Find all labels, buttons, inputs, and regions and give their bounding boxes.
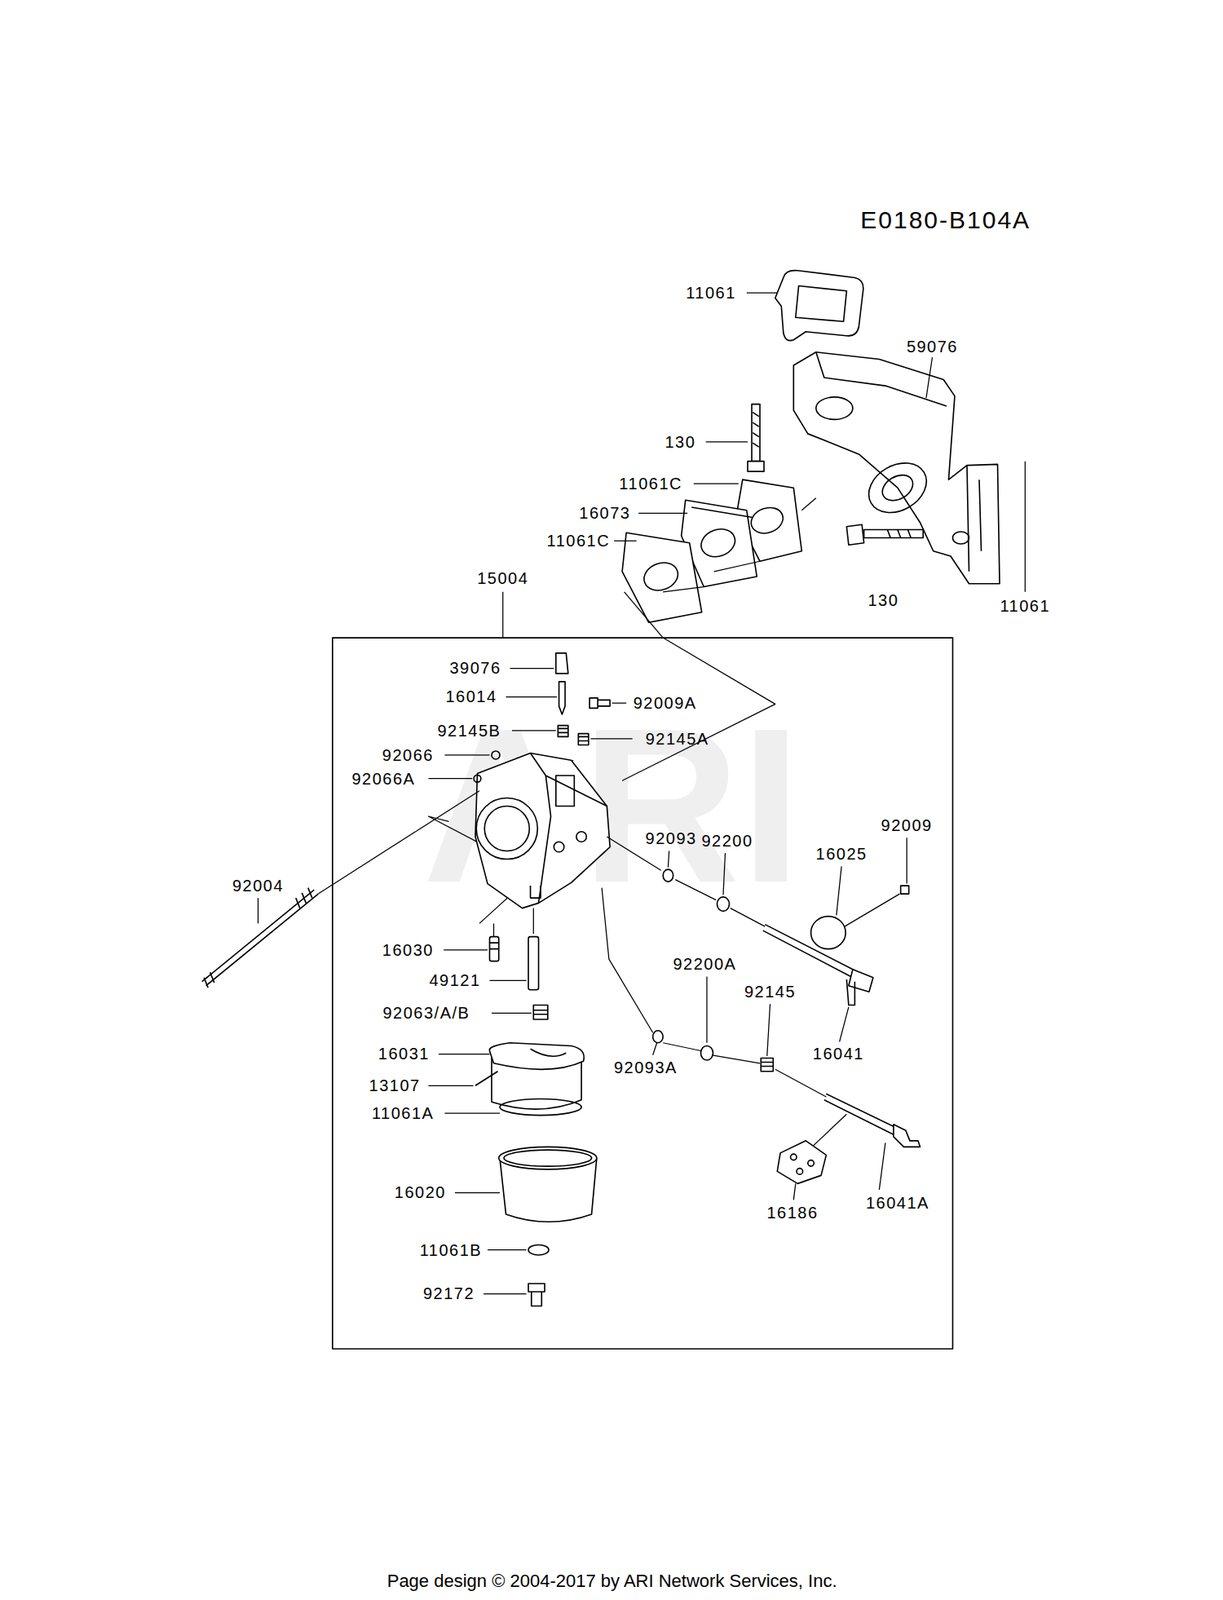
callout-number: 130 — [867, 591, 899, 609]
callout-number: 16014 — [445, 688, 497, 705]
float-bowl — [498, 1146, 597, 1306]
callout-number: 92093A — [613, 1059, 678, 1076]
callout-number: 92145B — [437, 722, 501, 739]
stud — [202, 790, 480, 988]
carburetor-body — [475, 752, 610, 908]
callout-number: 13107 — [369, 1077, 421, 1094]
callout-number: 11061 — [685, 284, 737, 301]
callout-number: 59076 — [906, 338, 959, 355]
callout-number: 11061C — [618, 475, 683, 492]
callout-number: 92145 — [744, 983, 796, 1000]
callout-number: 92172 — [423, 1284, 475, 1302]
callout-number: 49121 — [428, 971, 481, 989]
callout-number: 92200 — [701, 832, 753, 849]
callout-number: 11061A — [371, 1104, 434, 1122]
gasket — [622, 479, 802, 623]
callout-number: 92145A — [645, 730, 710, 747]
callout-number: 92004 — [232, 877, 284, 894]
callout-number: 16041A — [865, 1194, 930, 1211]
leader-line — [258, 292, 1026, 1294]
callout-number: 16031 — [378, 1045, 430, 1062]
callout-number: 16025 — [816, 845, 868, 862]
callout-number: 92200A — [672, 955, 737, 972]
choke-shaft — [601, 887, 920, 1184]
callout-number: 11061 — [999, 597, 1051, 614]
assembly-frame — [332, 637, 954, 1349]
callout-number: 16041 — [812, 1045, 865, 1062]
intake-manifold — [793, 352, 1000, 584]
gasket — [775, 270, 864, 341]
callout-number: 92066A — [351, 770, 416, 787]
callout-number: 92009A — [633, 694, 698, 711]
throttle-shaft — [606, 836, 909, 1005]
callout-number: 92009 — [881, 816, 933, 834]
diagram-id: E0180-B104A — [860, 207, 1031, 233]
callout-number: 15004 — [476, 569, 529, 587]
callout-number: 16073 — [578, 504, 631, 521]
callout-number: 92063/A/B — [382, 1004, 470, 1021]
callout-number: 39076 — [449, 659, 501, 676]
footer-note: Page design © 2004-2017 by ARI Network S… — [387, 1571, 838, 1590]
small-parts — [490, 908, 548, 1020]
callout-number: 92066 — [382, 746, 434, 764]
callout-number: 130 — [665, 433, 697, 451]
float — [475, 1042, 584, 1116]
callout-number: 16186 — [766, 1204, 818, 1221]
callout-number: 11061C — [547, 532, 611, 549]
callout-number: 16030 — [382, 941, 434, 959]
callout-number: 11061B — [419, 1241, 482, 1259]
callout-number: 92093 — [645, 830, 698, 847]
callout-number: 16020 — [394, 1183, 446, 1201]
